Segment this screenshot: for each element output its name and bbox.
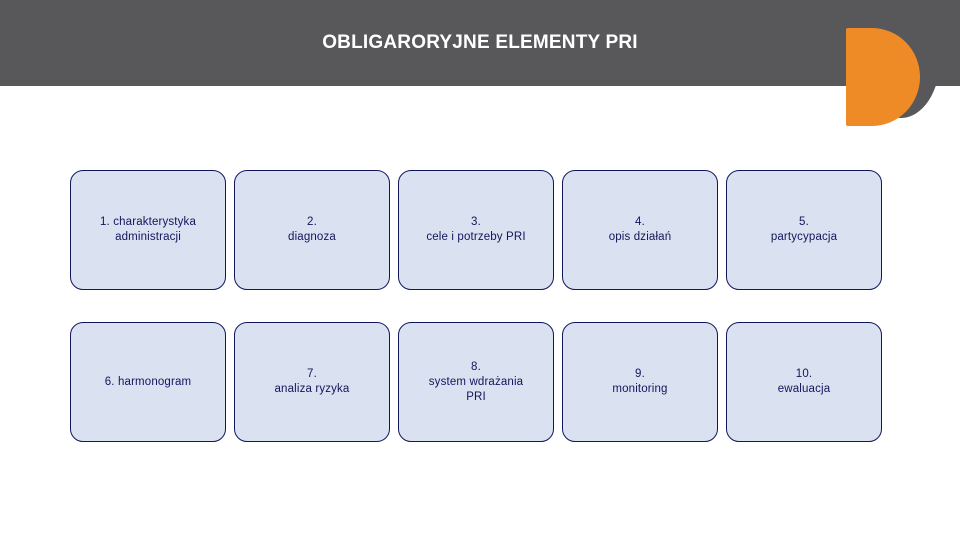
diagram-node-2[interactable]: 2. diagnoza	[234, 170, 390, 290]
diagram-node-7-label: 7. analiza ryzyka	[274, 368, 350, 395]
diagram-node-8[interactable]: 8. system wdrażania PRI	[398, 322, 554, 442]
diagram-node-10-label: 10. ewaluacja	[777, 368, 831, 395]
header-bar	[0, 0, 960, 86]
diagram-node-10[interactable]: 10. ewaluacja	[726, 322, 882, 442]
diagram-node-3[interactable]: 3. cele i potrzeby PRI	[398, 170, 554, 290]
diagram-node-4-label: 4. opis działań	[608, 216, 672, 243]
diagram-node-9-label: 9. monitoring	[612, 368, 668, 395]
page-title: OBLIGARORYJNE ELEMENTY PRI	[322, 32, 638, 53]
diagram-node-9[interactable]: 9. monitoring	[562, 322, 718, 442]
obligatory-elements-diagram: 1. charakterystyka administracji 2. diag…	[70, 170, 890, 442]
diagram-node-7[interactable]: 7. analiza ryzyka	[234, 322, 390, 442]
diagram-node-6[interactable]: 6. harmonogram	[70, 322, 226, 442]
diagram-node-4[interactable]: 4. opis działań	[562, 170, 718, 290]
diagram-node-5[interactable]: 5. partycypacja	[726, 170, 882, 290]
diagram-node-1[interactable]: 1. charakterystyka administracji	[70, 170, 226, 290]
diagram-node-1-label: 1. charakterystyka administracji	[99, 216, 196, 243]
diagram-node-8-label: 8. system wdrażania PRI	[428, 360, 524, 403]
diagram-row-1: 1. charakterystyka administracji 2. diag…	[70, 170, 890, 290]
diagram-node-6-label: 6. harmonogram	[104, 375, 192, 388]
diagram-row-2: 6. harmonogram 7. analiza ryzyka 8. syst…	[70, 322, 890, 442]
diagram-node-2-label: 2. diagnoza	[288, 216, 336, 243]
diagram-node-5-label: 5. partycypacja	[770, 216, 838, 243]
diagram-node-3-label: 3. cele i potrzeby PRI	[426, 216, 526, 243]
orange-accent-shape-icon	[846, 28, 920, 126]
